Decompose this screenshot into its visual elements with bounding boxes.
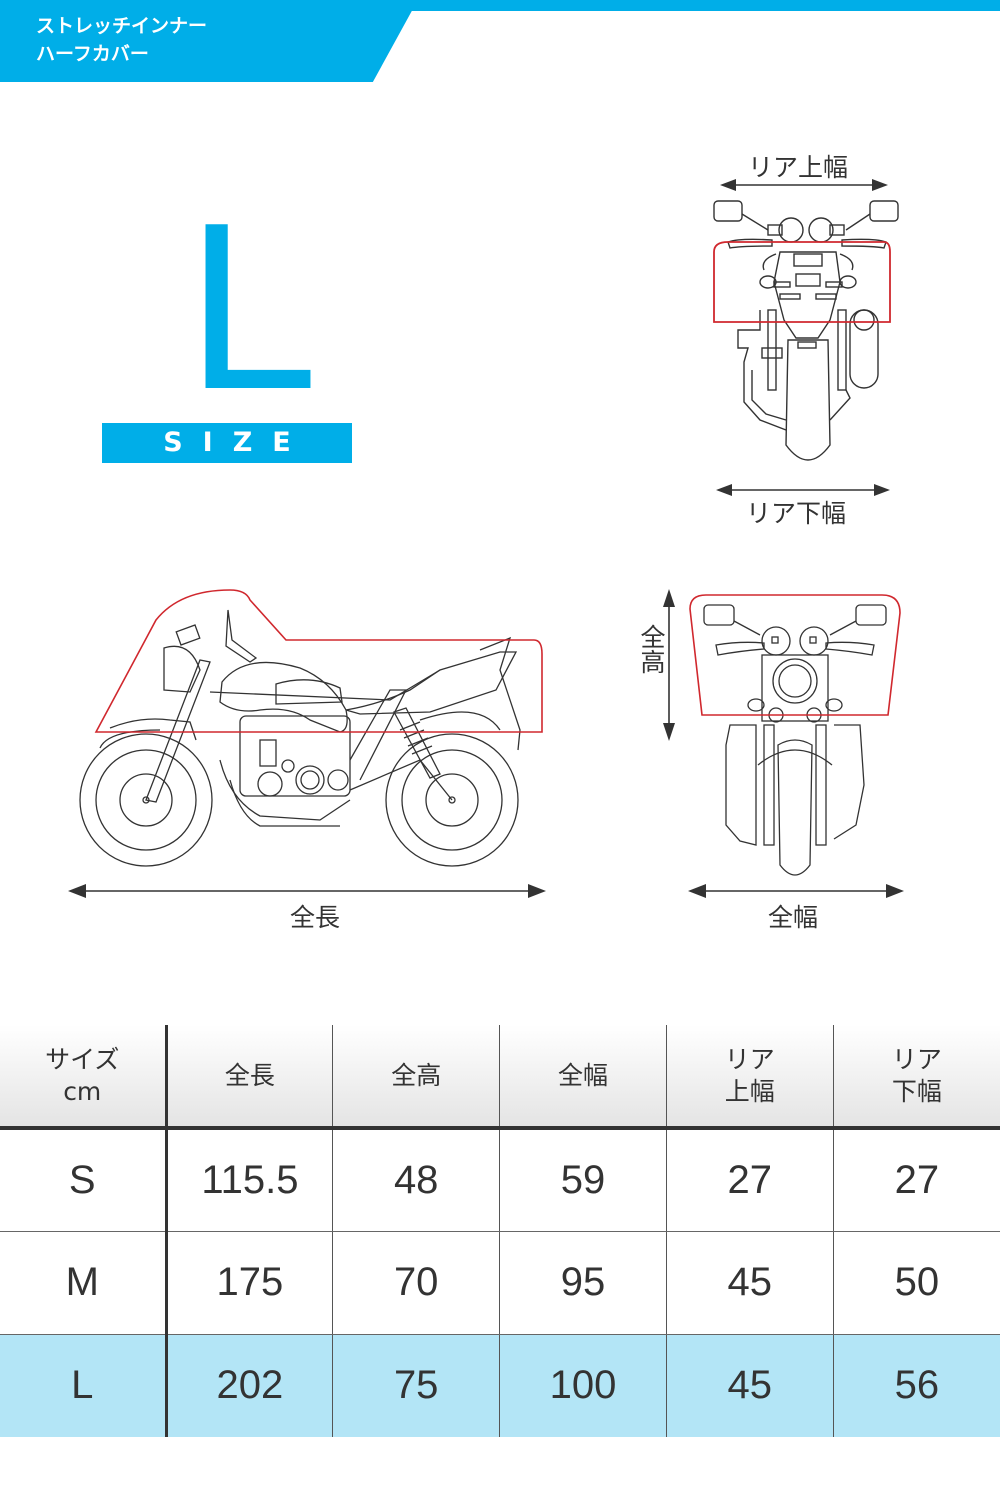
rear-bottom-width-arrow-icon (716, 484, 890, 496)
top-accent-strip (0, 0, 1000, 11)
cell-size: S (0, 1128, 168, 1232)
cell-width: 59 (499, 1128, 667, 1232)
table-row-m: M 175 70 95 45 50 (0, 1231, 1000, 1335)
cell-height: 70 (332, 1231, 500, 1335)
length-label: 全長 (290, 903, 341, 932)
cell-width: 95 (499, 1231, 667, 1335)
product-banner: ストレッチインナー ハーフカバー (0, 0, 412, 82)
cell-rear-top-width: 27 (665, 1128, 834, 1232)
header-height: 全高 (332, 1025, 500, 1130)
header-length: 全長 (165, 1025, 333, 1130)
cell-size: L (0, 1334, 168, 1437)
cell-length: 175 (165, 1231, 333, 1335)
product-title: ストレッチインナー ハーフカバー (36, 15, 208, 65)
length-arrow-icon (68, 884, 546, 898)
cell-rear-bottom-width: 56 (832, 1334, 1000, 1437)
rear-bottom-width-label: リア下幅 (746, 499, 847, 528)
cell-length: 202 (165, 1334, 333, 1437)
cell-height: 75 (332, 1334, 500, 1437)
table-header-row: サイズ cm 全長 全高 全幅 リア 上幅 リア 下幅 (0, 1025, 1000, 1130)
rear-view-diagram (700, 170, 920, 500)
header-size: サイズ cm (0, 1025, 168, 1130)
size-spec-table: サイズ cm 全長 全高 全幅 リア 上幅 リア 下幅 S 115.5 48 5… (0, 1025, 1000, 1437)
width-arrow-icon (688, 884, 904, 898)
cell-width: 100 (499, 1334, 667, 1437)
rear-top-width-arrow-icon (720, 179, 888, 191)
cell-height: 48 (332, 1128, 500, 1232)
cell-rear-top-width: 45 (665, 1334, 834, 1437)
table-row-l: L 202 75 100 45 56 (0, 1334, 1000, 1437)
cell-size: M (0, 1231, 168, 1335)
header-width: 全幅 (499, 1025, 667, 1130)
side-view-diagram (60, 580, 560, 910)
size-letter: L (186, 174, 319, 439)
height-arrow-icon (663, 589, 675, 741)
front-view-diagram (660, 585, 910, 905)
width-label: 全幅 (768, 903, 819, 932)
cell-length: 115.5 (165, 1128, 333, 1232)
cell-rear-bottom-width: 50 (832, 1231, 1000, 1335)
cell-rear-top-width: 45 (665, 1231, 834, 1335)
table-row-s: S 115.5 48 59 27 27 (0, 1128, 1000, 1232)
cell-rear-bottom-width: 27 (832, 1128, 1000, 1232)
size-label-bar: SIZE (102, 423, 352, 463)
header-rear-bottom-width: リア 下幅 (832, 1025, 1000, 1130)
header-rear-top-width: リア 上幅 (665, 1025, 834, 1130)
rear-top-width-label: リア上幅 (748, 153, 849, 182)
height-label: 全高 (637, 624, 666, 674)
